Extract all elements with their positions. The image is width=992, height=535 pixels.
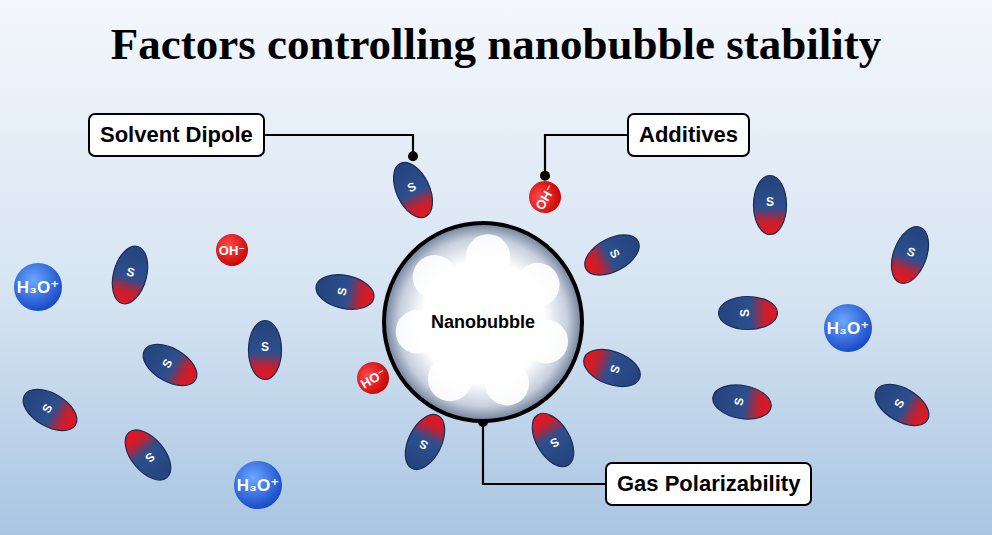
dipole-ellipse <box>397 408 453 475</box>
solvent-molecule: S <box>576 225 648 286</box>
leader-dot <box>408 151 418 161</box>
diagram-title: Factors controlling nanobubble stability <box>0 18 992 70</box>
dipole-ellipse <box>249 321 282 380</box>
dipole-ellipse <box>579 342 646 393</box>
solvent-molecule: S <box>134 334 206 396</box>
leader-line <box>540 135 627 181</box>
ion-circle <box>14 263 62 311</box>
solvent-molecule: S <box>752 174 788 236</box>
ion-circle <box>824 304 872 352</box>
solvent-molecule: S <box>577 340 648 395</box>
node-text: H₃O⁺ <box>827 318 869 339</box>
dipole-ellipse <box>386 156 441 223</box>
node-text: S <box>261 340 269 354</box>
solvent-molecule: S <box>114 420 181 491</box>
hydroxide-ion: HO⁻ <box>350 355 396 401</box>
bubble-outline <box>384 223 582 421</box>
dipole-ellipse <box>136 336 204 394</box>
dipole-ellipse <box>710 381 774 424</box>
dipole-ellipse <box>754 176 787 235</box>
hydroxide-ion: OH⁻ <box>522 174 568 220</box>
ion-circle <box>351 356 395 400</box>
bubble-highlight <box>516 263 560 307</box>
dipole-ellipse <box>719 297 778 330</box>
dipole-ellipse <box>16 381 84 439</box>
solvent-molecule: S <box>14 379 86 441</box>
solvent-molecule: S <box>708 379 775 425</box>
bubble-highlight <box>466 234 510 278</box>
node-text: H₃O⁺ <box>17 277 59 298</box>
factor-label: Solvent Dipole <box>88 113 265 157</box>
solvent-molecule: S <box>717 295 779 331</box>
node-text: Gas Polarizability <box>617 471 800 496</box>
factor-label: Additives <box>627 113 750 157</box>
dipole-ellipse <box>313 270 378 315</box>
dipole-ellipse <box>578 227 646 284</box>
node-text: OH⁻ <box>219 243 245 258</box>
solvent-molecule: S <box>522 404 585 476</box>
bubble-highlight <box>428 357 472 401</box>
bubble-highlight <box>485 361 529 405</box>
ion-circle <box>216 234 248 266</box>
hydronium-ion: H₃O⁺ <box>823 303 873 353</box>
node-text: Nanobubble <box>431 312 535 333</box>
leader-path <box>265 135 413 156</box>
leader-line <box>265 135 418 161</box>
node-text: H₃O⁺ <box>237 475 279 496</box>
node-text: S <box>766 195 774 209</box>
solvent-molecule: S <box>105 240 156 309</box>
solvent-molecule: S <box>384 154 443 225</box>
solvent-molecule: S <box>311 268 379 316</box>
solvent-molecule: S <box>882 220 937 291</box>
dipole-ellipse <box>116 422 179 488</box>
ion-circle <box>234 461 282 509</box>
dipole-ellipse <box>884 222 935 289</box>
bubble-highlight <box>413 255 457 299</box>
ion-circle <box>523 175 567 219</box>
node-text: Additives <box>639 122 738 147</box>
leader-dot <box>540 171 550 181</box>
solvent-molecule: S <box>395 406 455 478</box>
hydroxide-ion: OH⁻ <box>215 233 249 267</box>
solvent-molecule: S <box>866 374 938 436</box>
nanobubble-circle: Nanobubble <box>381 220 585 424</box>
node-text: S <box>738 309 752 317</box>
hydronium-ion: H₃O⁺ <box>233 460 283 510</box>
node-text: Solvent Dipole <box>100 122 253 147</box>
factor-label: Gas Polarizability <box>605 462 812 506</box>
dipole-ellipse <box>524 406 583 474</box>
hydronium-ion: H₃O⁺ <box>13 262 63 312</box>
dipole-ellipse <box>106 242 153 308</box>
leader-path <box>545 135 627 176</box>
dipole-ellipse <box>868 376 936 434</box>
solvent-molecule: S <box>247 319 283 381</box>
